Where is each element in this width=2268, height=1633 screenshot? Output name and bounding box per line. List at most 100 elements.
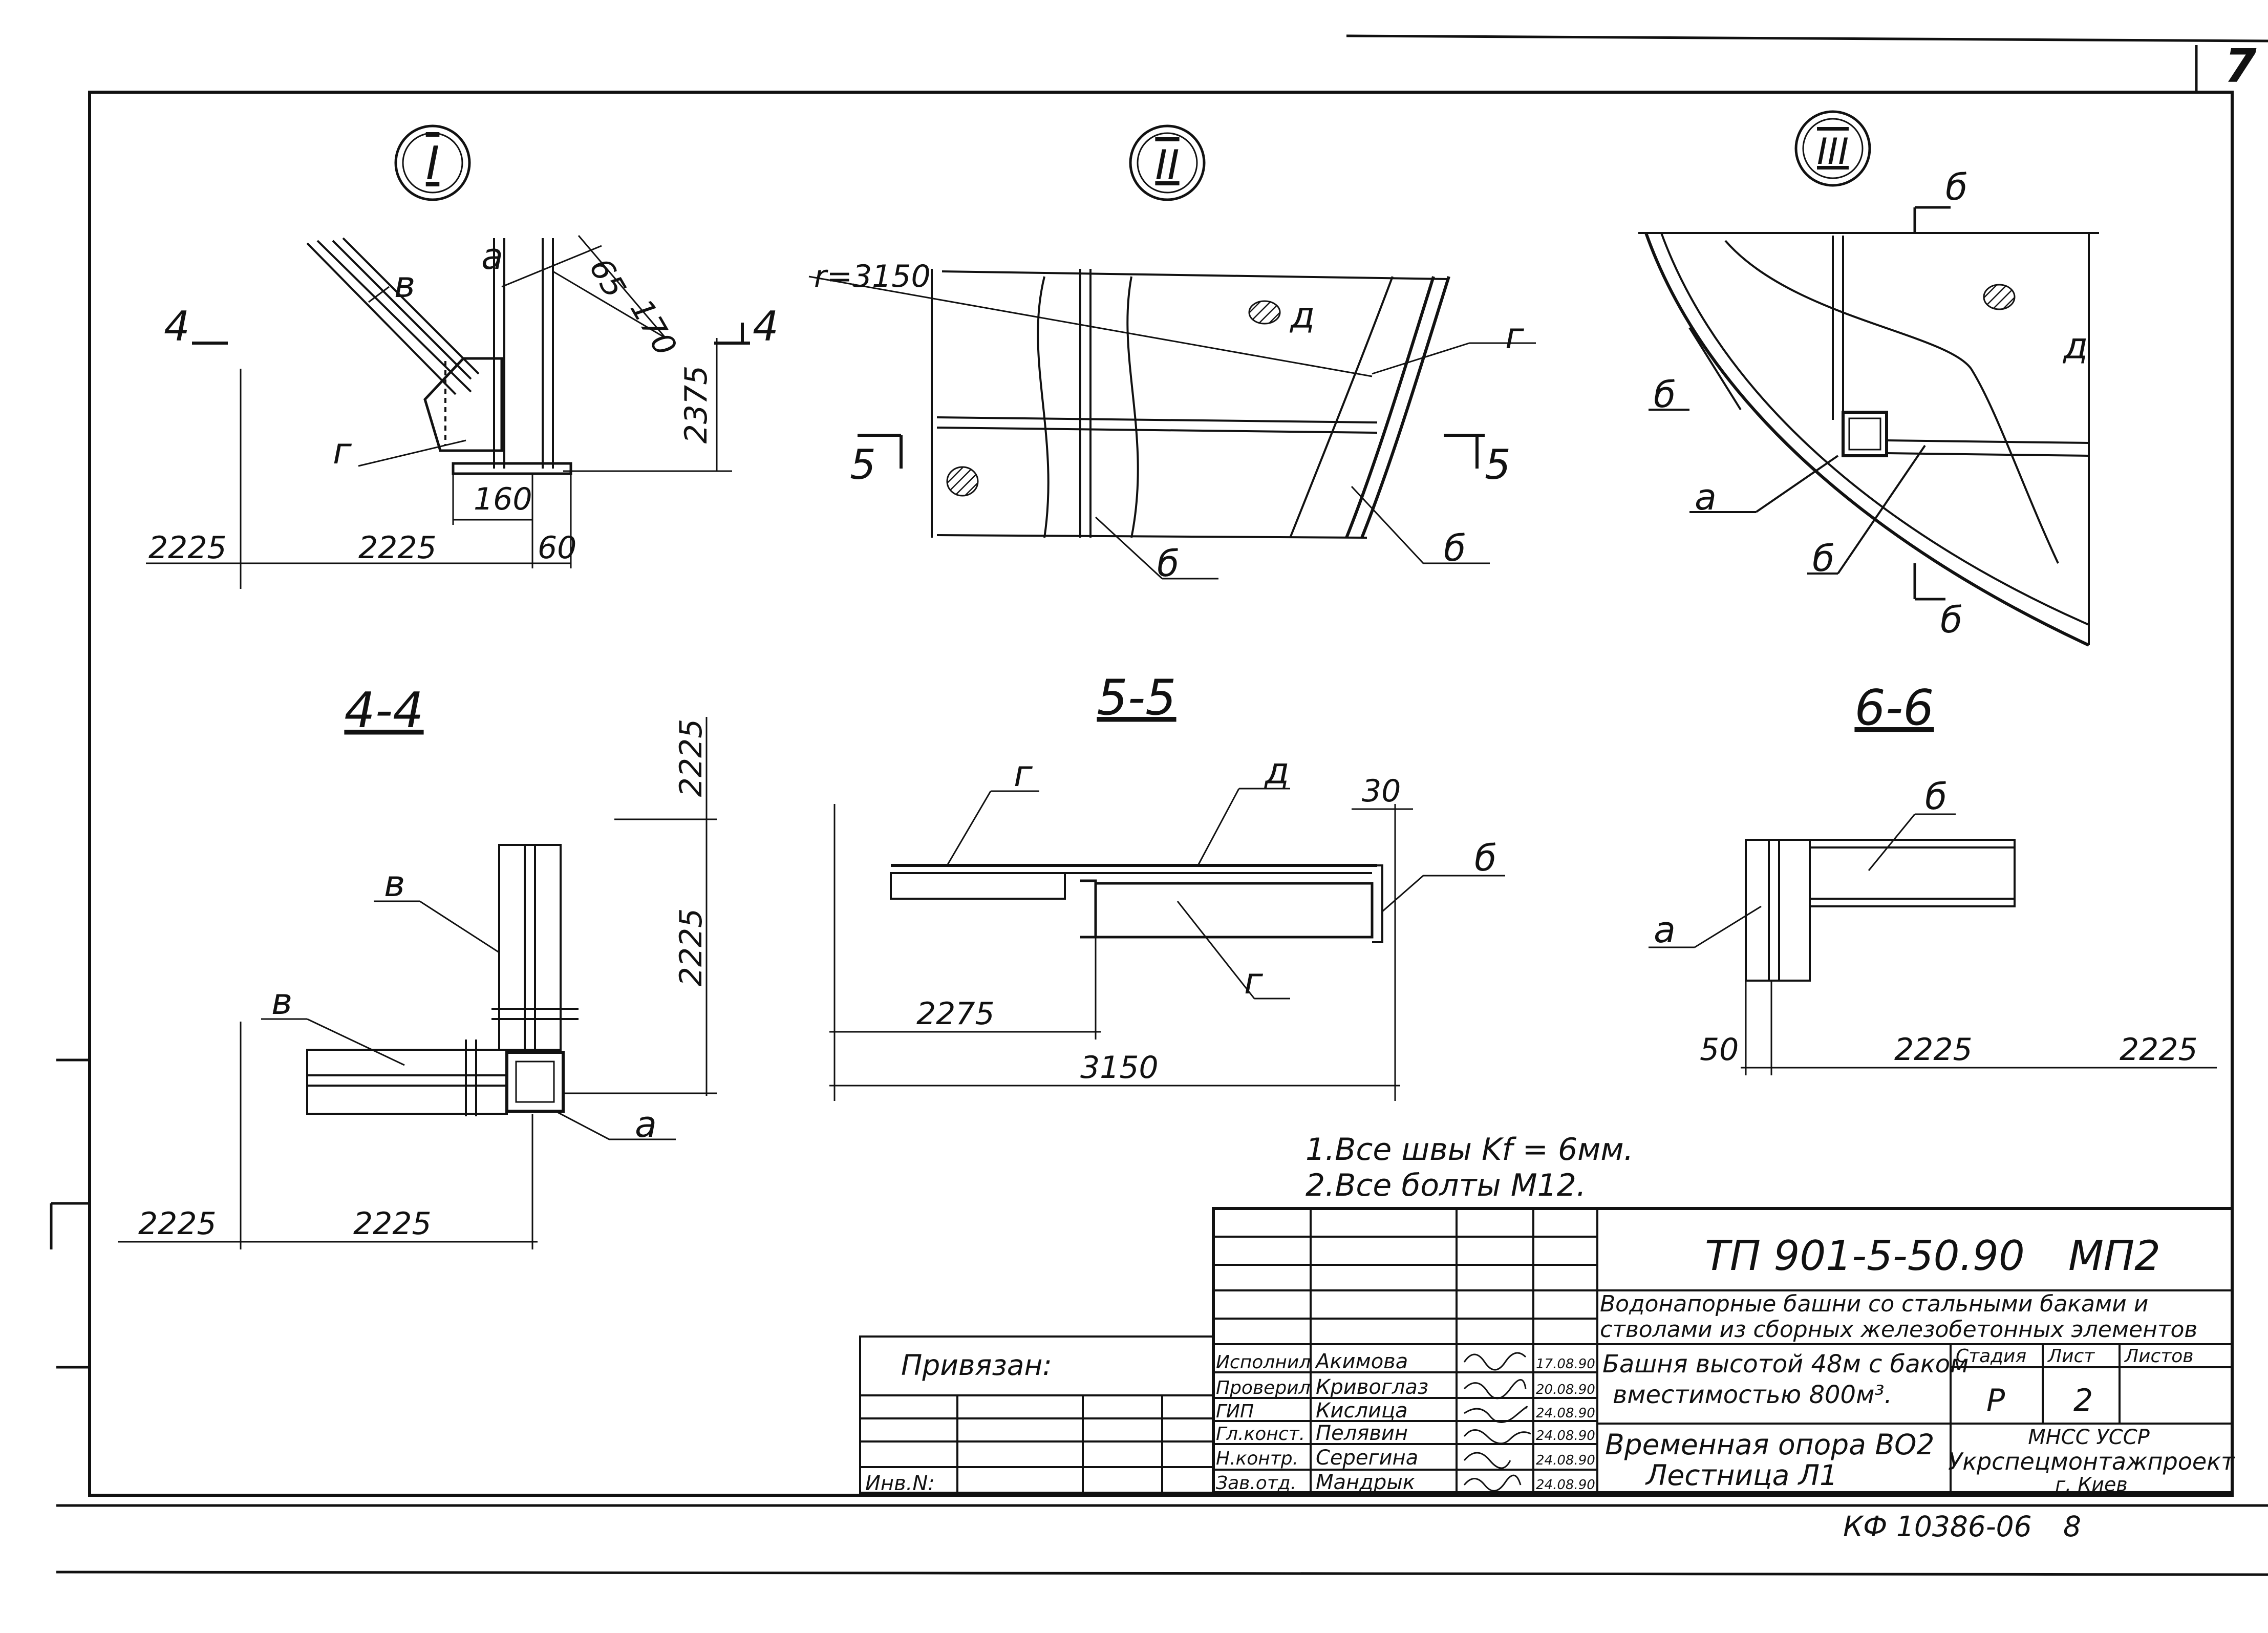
view-I-letter-g: г xyxy=(333,430,352,472)
view-I-marker xyxy=(394,124,471,201)
view-III-letter-d: д xyxy=(2063,325,2088,367)
sig-name: Пелявин xyxy=(1316,1422,1408,1445)
view-II-geometry xyxy=(808,269,1536,580)
dim-65: 65 xyxy=(582,252,633,304)
sig-name: Акимова xyxy=(1314,1350,1408,1373)
sheet-header: Лист xyxy=(2047,1346,2095,1367)
view-III-section-top: б xyxy=(1945,166,1967,208)
title-block xyxy=(1212,1207,2234,1494)
sig-role: ГИП xyxy=(1216,1401,1254,1422)
dim-170: 170 xyxy=(623,293,683,362)
subject-line-1: Башня высотой 48м с баком xyxy=(1602,1350,1969,1378)
view-III-section-bottom: б xyxy=(1940,599,1962,641)
s44-letter-v1: в xyxy=(384,863,405,905)
drawing-line-1: Временная опора ВО2 xyxy=(1605,1428,1934,1461)
dim-2225-right: 2225 xyxy=(358,530,437,566)
sig-role: Зав.отд. xyxy=(1216,1473,1296,1494)
view-III: III д б а б б б xyxy=(1638,110,2099,647)
s66-dim-2225a: 2225 xyxy=(1894,1032,1973,1068)
s66-dim-2225b: 2225 xyxy=(2120,1032,2198,1068)
s66-dim-50: 50 xyxy=(1700,1032,1739,1068)
section-4-4-title: 4-4 xyxy=(344,683,423,739)
section-5-5-title: 5-5 xyxy=(1097,670,1176,726)
s44-dim-v1: 2225 xyxy=(673,719,709,797)
view-I-letter-v: в xyxy=(394,264,415,306)
view-III-marker xyxy=(1794,110,1871,187)
sheet-frame xyxy=(50,34,2268,1576)
view-II-letter-b2: б xyxy=(1444,527,1466,569)
subject-line-2: вместимостью 800м³. xyxy=(1613,1381,1892,1409)
sig-name: Кислица xyxy=(1316,1399,1408,1423)
sig-role: Н.контр. xyxy=(1216,1448,1298,1469)
sig-name: Мандрык xyxy=(1316,1471,1415,1494)
dim-60: 60 xyxy=(538,530,576,566)
s44-letter-a: а xyxy=(635,1104,657,1146)
org-line-3: г. Киев xyxy=(2055,1473,2128,1496)
dim-160: 160 xyxy=(474,481,532,517)
sig-date: 24.08.90 xyxy=(1536,1453,1595,1468)
sig-date: 24.08.90 xyxy=(1536,1406,1595,1421)
s44-dim-h2: 2225 xyxy=(353,1206,432,1242)
view-I-letter-a: а xyxy=(481,236,503,278)
view-I: I xyxy=(146,124,779,589)
drawing-line-2: Лестница Л1 xyxy=(1645,1459,1837,1492)
general-notes: 1.Все швы Kf = 6мм. 2.Все болты М12. xyxy=(1306,1132,1634,1203)
document-mark: МП2 xyxy=(2068,1232,2160,1280)
view-I-section-left: 4 xyxy=(164,303,190,350)
s44-dim-h1: 2225 xyxy=(138,1206,217,1242)
s55-dim-2275: 2275 xyxy=(916,996,995,1032)
handwritten-signatures xyxy=(1463,1352,1531,1492)
sheet-number: 7 xyxy=(2224,39,2257,93)
s44-letter-v2: в xyxy=(271,981,292,1023)
section-5-5: 5-5 г д б г 30 2275 3150 xyxy=(829,670,1505,1101)
view-III-letter-b1: б xyxy=(1654,374,1676,416)
s55-letter-g2: г xyxy=(1244,960,1264,1002)
note-2: 2.Все болты М12. xyxy=(1306,1168,1586,1203)
org-line-1: МНСС УССР xyxy=(2028,1426,2150,1449)
s66-letter-a: а xyxy=(1654,909,1676,951)
view-III-geometry xyxy=(1638,206,2099,647)
view-II-section-left: 5 xyxy=(850,441,876,489)
view-II-section-right: 5 xyxy=(1485,441,1511,489)
dim-2225-left: 2225 xyxy=(148,530,227,566)
sig-date: 20.08.90 xyxy=(1536,1382,1595,1397)
stage-value: Р xyxy=(1986,1383,2005,1418)
binding-label: Привязан: xyxy=(901,1349,1052,1382)
sig-role: Проверил xyxy=(1216,1377,1311,1398)
view-II: II r=3150 д г б б 5 5 xyxy=(808,124,1536,585)
s55-dim-3150: 3150 xyxy=(1080,1050,1159,1086)
sig-role: Исполнил xyxy=(1216,1352,1311,1373)
section-4-4: 4-4 в в а 2225 2225 2225 2225 xyxy=(118,683,717,1249)
view-II-letter-b1: б xyxy=(1157,543,1179,585)
project-title: Водонапорные башни со стальными баками и… xyxy=(1600,1291,2198,1343)
stage-header: Стадия xyxy=(1956,1346,2026,1367)
sheet-value: 2 xyxy=(2073,1383,2093,1418)
view-II-radius: r=3150 xyxy=(814,259,931,294)
sig-date: 24.08.90 xyxy=(1536,1428,1595,1444)
view-I-label: I xyxy=(426,137,440,190)
sig-date: 24.08.90 xyxy=(1536,1477,1595,1493)
inventory-label: Инв.N: xyxy=(865,1472,935,1495)
s55-dim-30: 30 xyxy=(1362,773,1401,809)
section-6-6-title: 6-6 xyxy=(1854,680,1934,736)
view-II-label: II xyxy=(1155,141,1179,189)
sig-role: Гл.конст. xyxy=(1216,1424,1305,1445)
archive-page: 8 xyxy=(2063,1510,2081,1543)
view-II-marker xyxy=(1129,124,1206,201)
s66-letter-b: б xyxy=(1925,776,1947,818)
sheets-header: Листов xyxy=(2124,1346,2193,1367)
note-1: 1.Все швы Kf = 6мм. xyxy=(1306,1132,1634,1168)
s55-letter-g1: г xyxy=(1014,753,1033,795)
view-I-section-right: 4 xyxy=(753,303,779,350)
view-II-letter-d: д xyxy=(1290,294,1315,336)
sig-name: Кривоглаз xyxy=(1316,1375,1428,1399)
view-II-letter-g: г xyxy=(1505,315,1525,357)
archive-code: КФ 10386-06 xyxy=(1843,1510,2032,1543)
s55-letter-d: д xyxy=(1264,750,1289,792)
s55-letter-b: б xyxy=(1474,837,1496,879)
view-III-letter-a: а xyxy=(1695,476,1717,518)
document-code: ТП 901-5-50.90 xyxy=(1705,1232,2025,1280)
view-III-letter-b2: б xyxy=(1812,538,1834,580)
signature-rows: Исполнил Акимова 17.08.90 Проверил Криво… xyxy=(1216,1350,1595,1494)
